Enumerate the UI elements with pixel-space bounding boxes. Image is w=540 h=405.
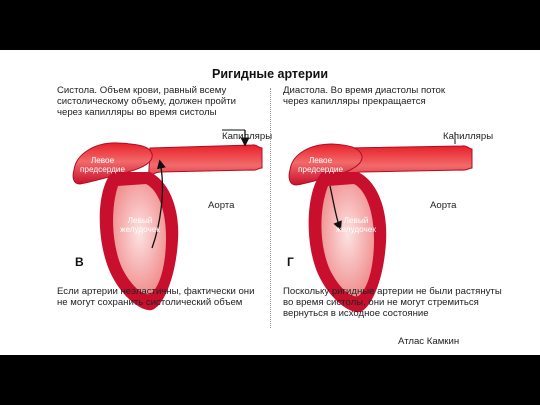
right-ventricle-label: Левый желудочек bbox=[336, 216, 376, 234]
right-flow-arrow bbox=[329, 185, 342, 231]
left-atrium bbox=[72, 142, 153, 185]
left-aorta bbox=[147, 144, 263, 191]
left-ventricle-cavity bbox=[113, 184, 166, 295]
slide: Ригидные артерии bbox=[0, 50, 540, 355]
right-aorta-label: Аорта bbox=[430, 200, 457, 211]
left-top-caption: Систола. Объем крови, равный всему систо… bbox=[57, 85, 236, 118]
slide-title: Ригидные артерии bbox=[212, 67, 328, 81]
right-panel-letter: Г bbox=[287, 255, 294, 269]
right-atrium-label: Левое предсердие bbox=[298, 156, 344, 174]
left-ventricle-label: Левый желудочек bbox=[120, 216, 160, 234]
atlas-credit: Атлас Камкин bbox=[398, 336, 460, 347]
right-ventricle-cavity bbox=[321, 184, 374, 297]
right-top-caption: Диастола. Во время диастолы поток через … bbox=[283, 85, 446, 107]
left-flow-arrow bbox=[151, 159, 166, 249]
right-heart bbox=[288, 132, 473, 313]
left-bottom-caption: Если артерии неэластичны, фактически они… bbox=[57, 286, 255, 308]
left-capillaries-label: Капилляры bbox=[222, 131, 273, 142]
right-capillaries-label: Капилляры bbox=[443, 131, 494, 142]
heart-diagrams bbox=[72, 129, 473, 313]
right-bottom-caption: Поскольку ригидные артерии не были растя… bbox=[283, 286, 502, 319]
left-panel-letter: В bbox=[75, 255, 84, 269]
right-atrium bbox=[288, 143, 363, 186]
left-heart bbox=[72, 129, 263, 311]
left-atrium-label: Левое предсердие bbox=[80, 156, 126, 174]
panel-divider bbox=[270, 88, 271, 328]
left-aorta-label: Аорта bbox=[208, 200, 235, 211]
